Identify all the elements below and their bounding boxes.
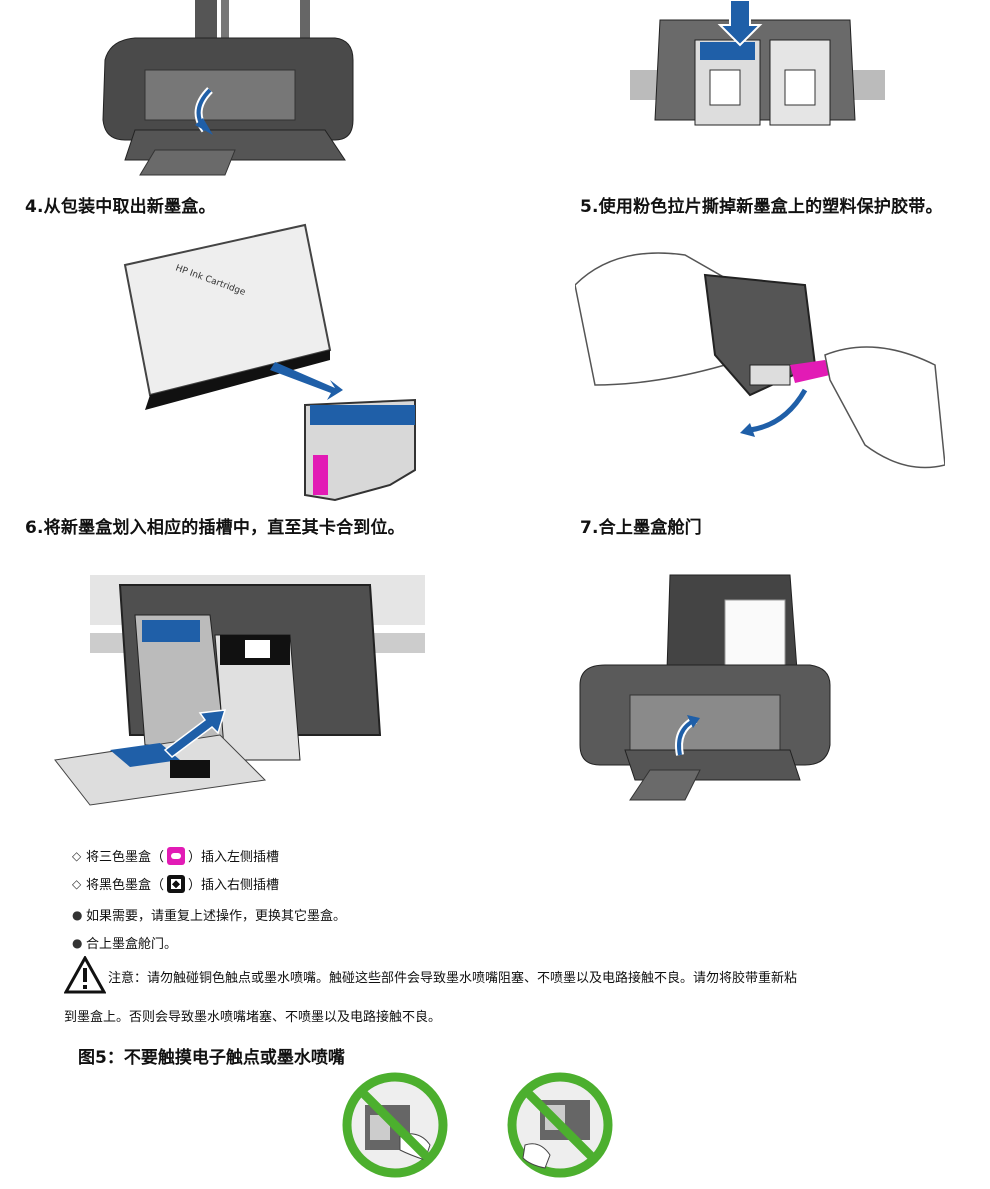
warning-text-line2: 到墨盒上。否则会导致墨水喷嘴堵塞、不喷墨以及电路接触不良。 <box>64 1010 442 1025</box>
slide-cartridge-illustration <box>54 575 425 806</box>
bullet-text: 合上墨盒舱门。 <box>86 937 178 952</box>
hollow-bullet-icon: ◇ <box>72 848 82 863</box>
bullet-repeat: ● 如果需要，请重复上述操作，更换其它墨盒。 <box>72 905 347 925</box>
close-door-illustration <box>579 574 831 801</box>
tricolor-ink-icon <box>167 846 186 865</box>
filled-bullet-icon: ● <box>72 907 83 922</box>
figure-caption: 图5：不要触摸电子触点或墨水喷嘴 <box>78 1048 345 1068</box>
bullet-tricolor: ◇ 将三色墨盒（ ）插入左侧插槽 <box>72 846 279 865</box>
warning-text-line1: 注意：请勿触碰铜色触点或墨水喷嘴。触碰这些部件会导致墨水喷嘴阻塞、不喷墨以及电路… <box>108 971 798 986</box>
bullet-text-suffix: ）插入右侧插槽 <box>188 878 280 893</box>
bullet-text-prefix: 将黑色墨盒（ <box>86 878 165 893</box>
step-5-caption: 5.使用粉色拉片撕掉新墨盒上的塑料保护胶带。 <box>580 197 943 217</box>
filled-bullet-icon: ● <box>72 935 83 950</box>
printer-open-illustration <box>102 0 354 176</box>
step-6-caption: 6.将新墨盒划入相应的插槽中，直至其卡合到位。 <box>25 518 405 538</box>
hollow-bullet-icon: ◇ <box>72 876 82 891</box>
black-ink-icon <box>167 874 186 893</box>
bullet-text: 如果需要，请重复上述操作，更换其它墨盒。 <box>86 909 347 924</box>
no-touch-contacts-icon <box>342 1072 448 1178</box>
step-7-caption: 7.合上墨盒舱门 <box>580 518 702 538</box>
ink-package-illustration: HP Ink Cartridge <box>123 223 416 502</box>
bullet-black: ◇ 将黑色墨盒（ ）插入右侧插槽 <box>72 874 279 893</box>
step-4-caption: 4.从包装中取出新墨盒。 <box>25 197 216 217</box>
bullet-text-suffix: ）插入左侧插槽 <box>188 850 280 865</box>
no-touch-nozzles-icon <box>507 1072 613 1178</box>
carriage-insert-illustration <box>630 0 885 126</box>
bullet-close-door: ● 合上墨盒舱门。 <box>72 933 178 953</box>
bullet-text-prefix: 将三色墨盒（ <box>86 850 165 865</box>
warning-triangle-icon <box>64 956 106 994</box>
remove-tape-illustration <box>575 252 945 469</box>
